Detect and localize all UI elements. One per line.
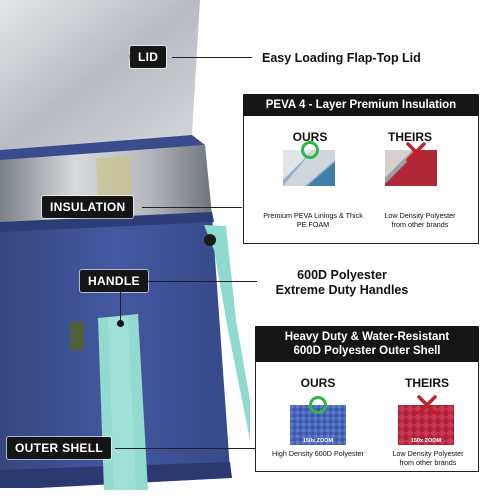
x-mark-icon [416, 394, 438, 416]
outer-shell-connector-line [115, 448, 255, 449]
x-mark-icon [405, 141, 427, 163]
shell-panel-title: Heavy Duty & Water-Resistant 600D Polyes… [255, 326, 479, 362]
shell-ours-caption: High Density 600D Polyester [262, 449, 374, 458]
insulation-label: INSULATION [42, 196, 134, 218]
handle-label: HANDLE [80, 270, 148, 292]
shell-theirs-heading: THEIRS [404, 376, 449, 390]
lid-label: LID [130, 46, 167, 68]
handle-feature-line1: 600D Polyester [297, 268, 387, 282]
shell-theirs-caption-line1: Low Density Polyester [392, 449, 464, 458]
check-circle-icon [309, 396, 327, 414]
insulation-panel-title: PEVA 4 - Layer Premium Insulation [243, 94, 479, 116]
shell-theirs-swatch: 150x ZOOM [398, 405, 454, 445]
shell-theirs-caption: Low Density Polyester from other brands [378, 449, 478, 467]
shell-theirs-zoom-label: 150x ZOOM [410, 438, 442, 444]
handle-pointer-line [120, 292, 121, 322]
shell-panel-title-line1: Heavy Duty & Water-Resistant [284, 331, 450, 343]
outer-shell-label: OUTER SHELL [7, 437, 111, 459]
insulation-connector-line [142, 207, 242, 208]
insulation-ours-caption: Premium PEVA Linings & Thick PE FOAM [258, 211, 368, 229]
insulation-theirs-heading: THEIRS [387, 130, 432, 144]
insulation-ours-caption-line2: PE FOAM [296, 220, 330, 229]
shell-ours-caption-line1: High Density 600D Polyester [272, 449, 364, 458]
cooler-bag-illustration [0, 0, 250, 490]
shell-panel-title-line2: 600D Polyester Outer Shell [293, 345, 441, 357]
insulation-ours-caption-line1: Premium PEVA Linings & Thick [263, 211, 363, 220]
handle-pointer-dot [117, 320, 124, 327]
lid-feature-text: Easy Loading Flap-Top Lid [262, 51, 421, 65]
insulation-comparison-panel [243, 105, 479, 244]
shell-ours-heading: OURS [300, 376, 336, 390]
product-photo [0, 0, 250, 490]
lid-connector-line [172, 57, 252, 58]
insulation-theirs-caption-line1: Low Density Polyester [384, 211, 456, 220]
handle-connector-line [147, 281, 257, 282]
insulation-theirs-caption-line2: from other brands [391, 220, 449, 229]
handle-feature-line2: Extreme Duty Handles [275, 283, 409, 297]
shell-ours-zoom-label: 150x ZOOM [302, 438, 334, 444]
shell-theirs-caption-line2: from other brands [399, 458, 457, 467]
handle-feature-text: 600D Polyester Extreme Duty Handles [262, 268, 422, 298]
insulation-ours-heading: OURS [292, 130, 328, 144]
check-circle-icon [301, 141, 319, 159]
insulation-theirs-caption: Low Density Polyester from other brands [370, 211, 470, 229]
